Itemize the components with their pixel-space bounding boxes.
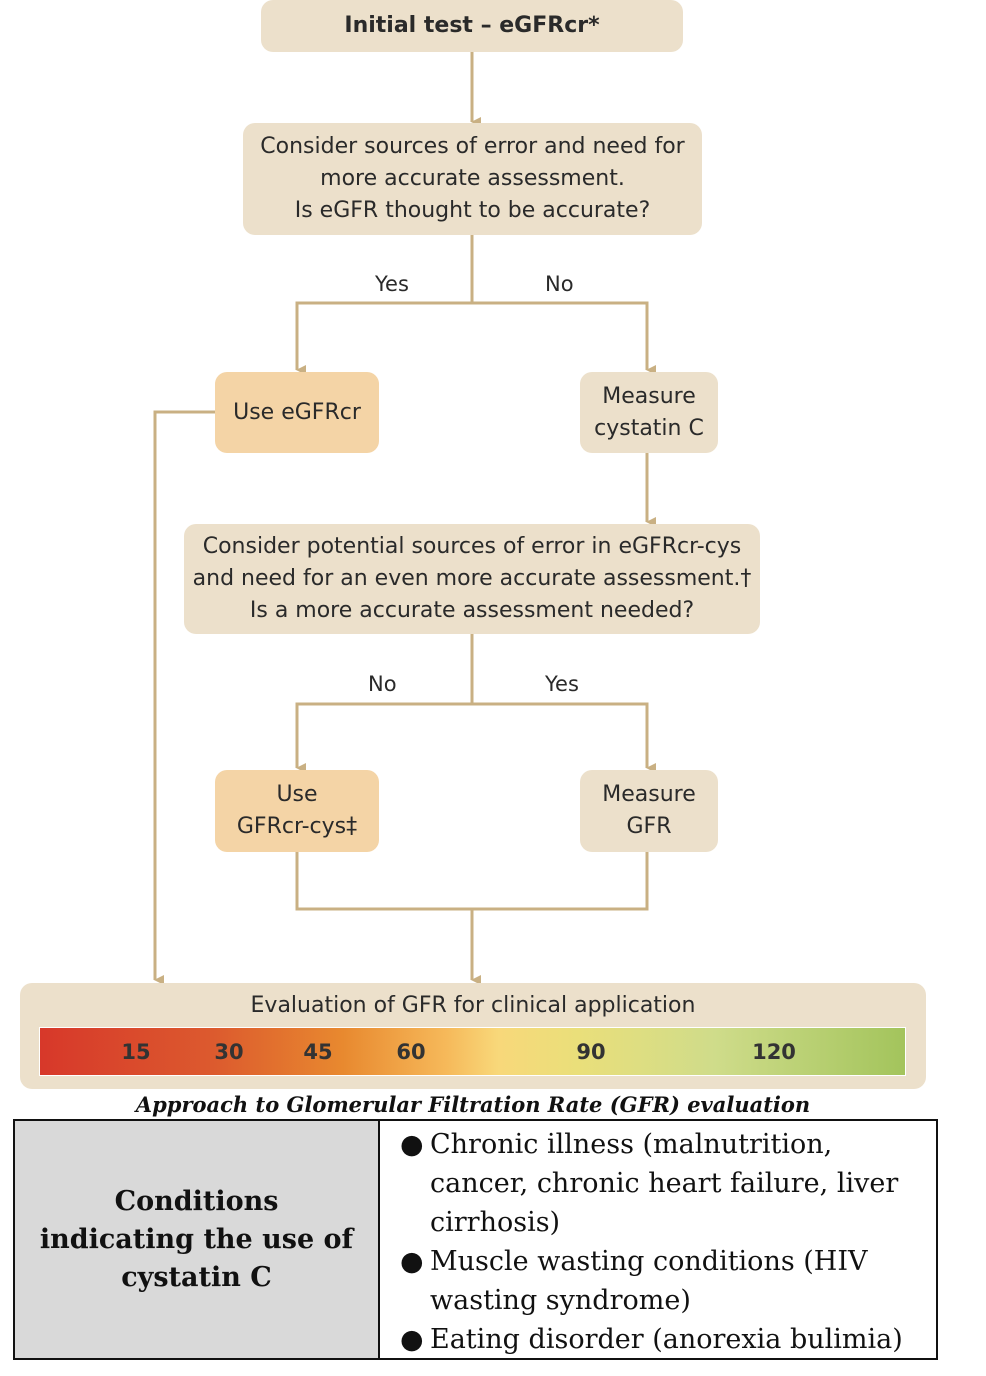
use-egfrcr-box: Use eGFRcr xyxy=(215,372,379,453)
list-item-line: cancer, chronic heart failure, liver xyxy=(430,1168,899,1199)
bullet-icon: ● xyxy=(400,1129,424,1160)
list-item-line: cirrhosis) xyxy=(430,1207,561,1238)
consider-sources-box: Consider sources of error and need for m… xyxy=(243,123,702,235)
use-gfrcr-cys-line: GFRcr-cys‡ xyxy=(236,814,358,839)
measure-cys-line: cystatin C xyxy=(594,415,704,441)
measure-gfr-line: Measure xyxy=(602,782,696,807)
measure-cys-line: Measure xyxy=(602,383,696,409)
scale-tick-label: 60 xyxy=(396,1040,426,1064)
measure-cystatin-box: Measure cystatin C xyxy=(580,372,718,453)
initial-test-box: Initial test – eGFRcr* xyxy=(261,0,683,52)
connector-to-use-gfrcr-cys xyxy=(295,702,472,773)
conditions-heading-line: cystatin C xyxy=(121,1261,272,1293)
scale-tick-label: 30 xyxy=(214,1040,244,1064)
evaluation-title: Evaluation of GFR for clinical applicati… xyxy=(250,993,696,1018)
consider-line: Consider sources of error and need for xyxy=(260,134,685,159)
gfr-color-scale xyxy=(39,1027,906,1076)
measure-gfr-box: Measure GFR xyxy=(580,770,718,852)
figure-caption: Approach to Glomerular Filtration Rate (… xyxy=(135,1092,811,1117)
consider-line: Is eGFR thought to be accurate? xyxy=(294,198,651,223)
conditions-heading-line: indicating the use of xyxy=(39,1223,354,1255)
list-item-line: wasting syndrome) xyxy=(430,1285,691,1316)
list-item: ● Muscle wasting conditions (HIV wasting… xyxy=(398,1242,928,1320)
connector-to-use-egfrcr xyxy=(295,301,472,375)
branch-no-label: No xyxy=(545,272,574,296)
conditions-list: ● Chronic illness (malnutrition, cancer,… xyxy=(398,1125,928,1359)
conditions-heading-cell: Conditions indicating the use of cystati… xyxy=(15,1121,380,1358)
connector-to-measure-cys xyxy=(472,301,656,375)
measure-gfr-line: GFR xyxy=(626,814,672,839)
scale-tick-label: 90 xyxy=(576,1040,606,1064)
connector-use-egfrcr-to-evaluation xyxy=(153,410,215,985)
branch-yes-label: Yes xyxy=(545,672,579,696)
use-gfrcr-cys-box: Use GFRcr-cys‡ xyxy=(215,770,379,852)
scale-tick-label: 45 xyxy=(303,1040,333,1064)
bullet-icon: ● xyxy=(400,1324,424,1355)
conditions-heading-line: Conditions xyxy=(114,1185,279,1217)
consider2-line: Consider potential sources of error in e… xyxy=(202,534,742,559)
conditions-list-cell: ● Chronic illness (malnutrition, cancer,… xyxy=(380,1121,936,1358)
scale-tick-label: 15 xyxy=(121,1040,151,1064)
branch-yes-label: Yes xyxy=(375,272,409,296)
list-item-line: Eating disorder (anorexia bulimia) xyxy=(430,1324,903,1355)
list-item-line: Chronic illness (malnutrition, xyxy=(430,1129,833,1160)
list-item: ● Eating disorder (anorexia bulimia) xyxy=(398,1320,928,1359)
connector-merge xyxy=(295,852,649,911)
scale-tick-label: 120 xyxy=(752,1040,796,1064)
use-gfrcr-cys-line: Use xyxy=(276,782,318,807)
consider2-line: and need for an even more accurate asses… xyxy=(192,566,752,591)
consider2-line: Is a more accurate assessment needed? xyxy=(249,598,695,623)
initial-test-text: Initial test – eGFRcr* xyxy=(344,13,600,38)
bullet-icon: ● xyxy=(400,1246,424,1277)
consider-potential-error-box: Consider potential sources of error in e… xyxy=(184,524,760,634)
list-item-line: Muscle wasting conditions (HIV xyxy=(430,1246,868,1277)
list-item: ● Chronic illness (malnutrition, cancer,… xyxy=(398,1125,928,1242)
use-egfrcr-text: Use eGFRcr xyxy=(233,399,361,425)
connector-to-measure-gfr xyxy=(472,702,656,773)
conditions-table: Conditions indicating the use of cystati… xyxy=(13,1119,938,1360)
consider-line: more accurate assessment. xyxy=(320,166,625,191)
branch-no-label: No xyxy=(368,672,397,696)
